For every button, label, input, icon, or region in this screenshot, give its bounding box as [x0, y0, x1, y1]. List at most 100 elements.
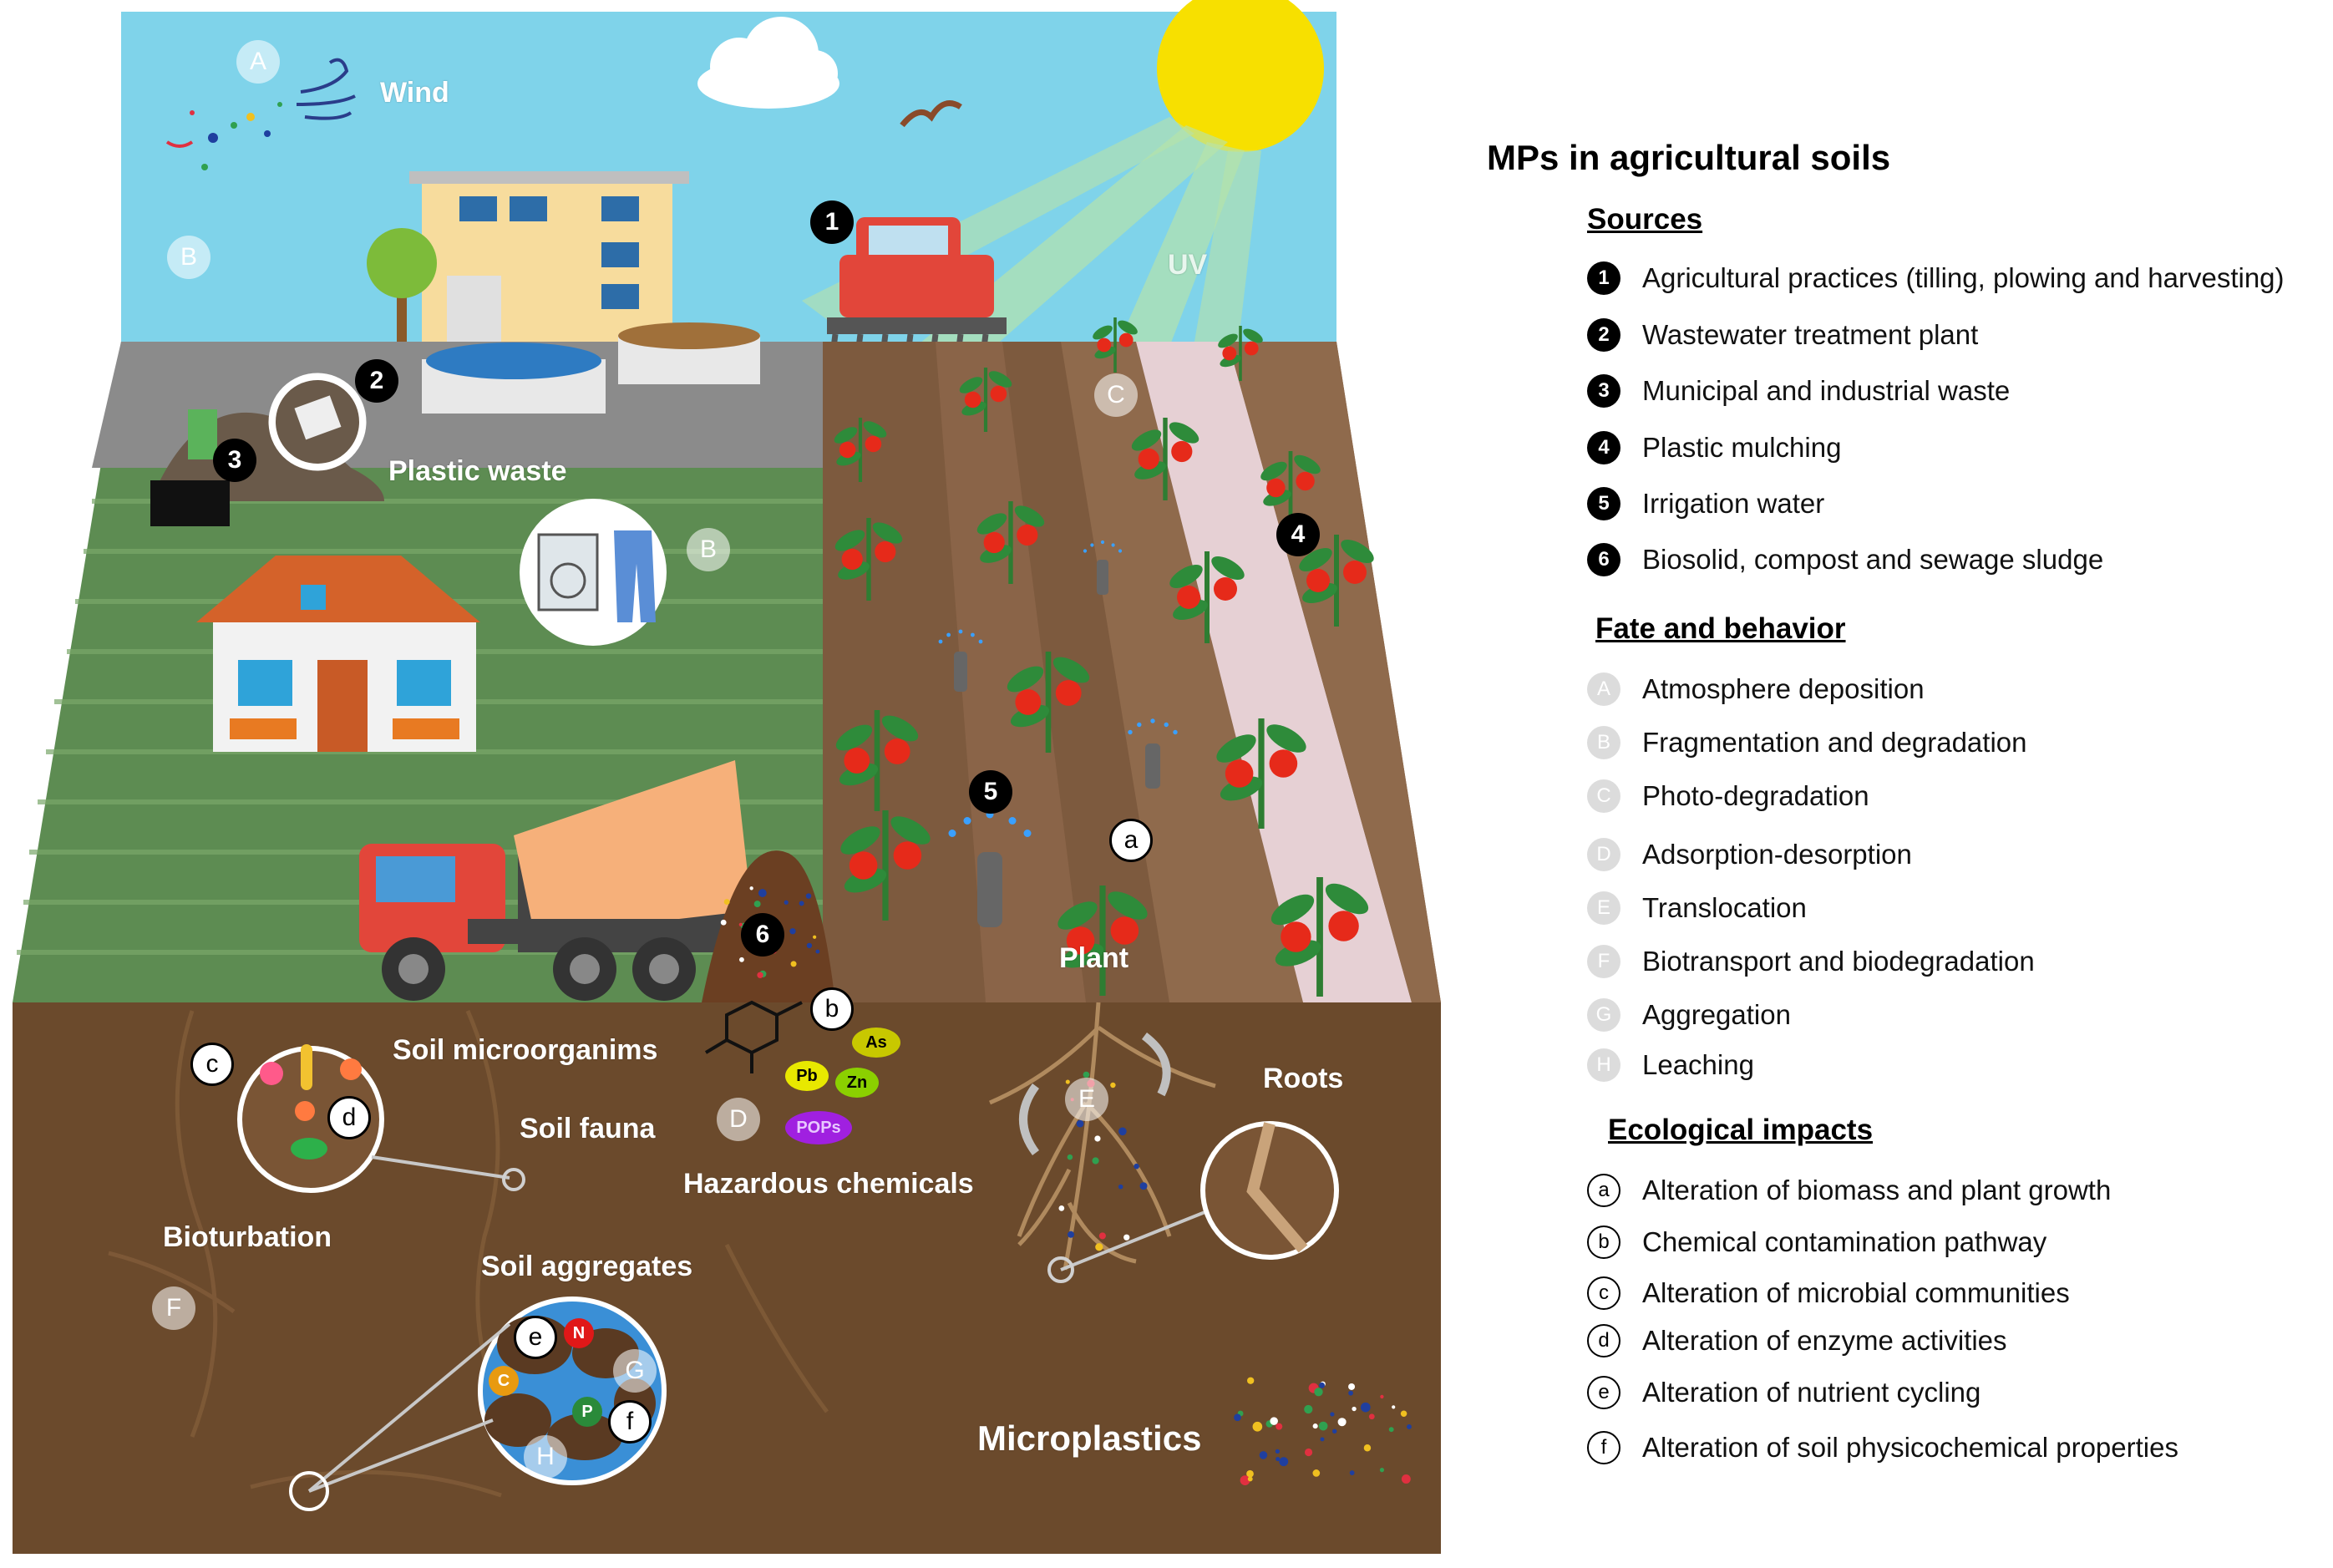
- legend-item-text: Alteration of biomass and plant growth: [1642, 1175, 2112, 1205]
- microplastic-particle: [1360, 1402, 1371, 1413]
- microplastic-particle: [738, 922, 743, 926]
- tomato-icon: [1015, 689, 1042, 715]
- legend-fate-heading: Fate and behavior: [1595, 612, 1846, 645]
- leaf-icon: [1243, 328, 1263, 343]
- microbe-icon: [291, 1138, 327, 1160]
- source-marker: 4: [1587, 431, 1620, 464]
- marker-source-6: 6: [741, 913, 784, 957]
- microplastic-particle: [739, 957, 744, 962]
- legend-item-text: Adsorption-desorption: [1642, 839, 1912, 870]
- microplastic-particle: [815, 949, 820, 954]
- water-drop-icon: [1083, 549, 1088, 553]
- marker-fate-g: G: [613, 1349, 657, 1393]
- leaf-icon: [890, 816, 931, 845]
- marker-source-1: 1: [810, 200, 854, 244]
- tomato-icon: [1269, 749, 1298, 778]
- leaf-icon: [872, 522, 903, 544]
- house-window-attic: [301, 585, 326, 610]
- microplastic-particle: [1363, 1444, 1372, 1452]
- tomato-plant-icon: [1218, 326, 1263, 381]
- washing-machine-icon: [537, 533, 599, 611]
- microplastic-particle: [1247, 1377, 1255, 1384]
- source-marker: 5: [1587, 487, 1620, 520]
- plastic-mulch-row: [1136, 342, 1412, 1002]
- legend-item-text: Plastic mulching: [1642, 432, 1842, 463]
- water-drop-icon: [1150, 718, 1155, 723]
- sprinkler-body: [1145, 743, 1160, 789]
- tomato-icon: [1306, 569, 1330, 592]
- microplastic-particle: [1092, 1157, 1099, 1165]
- soil-layer: [13, 1002, 1441, 1554]
- legend-sources-heading: Sources: [1587, 203, 1703, 236]
- leaf-icon: [1108, 891, 1148, 920]
- microplastic-particle: [1065, 1079, 1070, 1084]
- zoomed-root: [1246, 1122, 1308, 1253]
- leaf-icon: [1211, 556, 1245, 580]
- field-row: [936, 342, 1086, 1002]
- sprinkler-icon: [1083, 540, 1123, 595]
- microplastic-particle: [1110, 1082, 1116, 1088]
- microbe-icon: [295, 1101, 315, 1121]
- nutrient-c: C: [489, 1366, 519, 1396]
- fate-marker: H: [1587, 1048, 1620, 1082]
- microplastic-particle: [1314, 1388, 1323, 1397]
- tomato-icon: [1177, 586, 1200, 609]
- microplastic-particle: [1076, 1119, 1084, 1128]
- microplastic-particle: [1379, 1468, 1385, 1473]
- microplastic-particle: [758, 889, 767, 897]
- leaf-icon: [1216, 734, 1256, 763]
- microplastic-particle: [1098, 1232, 1106, 1240]
- microplastic-particle: [1270, 1417, 1278, 1425]
- water-drop-icon: [1173, 729, 1178, 735]
- treatment-tank-water: [426, 343, 601, 379]
- fragmenting-plastic-icon: [294, 395, 342, 440]
- sprinkler-body: [977, 852, 1002, 927]
- bird-icon: [900, 100, 962, 128]
- marker-source-5: 5: [969, 770, 1012, 814]
- plastic-crate: [150, 480, 230, 526]
- wind-icon: [296, 58, 356, 120]
- water-drop-icon: [1008, 817, 1017, 825]
- label-plant: Plant: [1059, 942, 1129, 974]
- leaf-icon: [863, 421, 887, 438]
- impact-marker: c: [1587, 1276, 1620, 1310]
- microplastic-particles: [720, 886, 1412, 1485]
- microplastic-particle: [1139, 1182, 1148, 1190]
- sprinkler-body: [954, 652, 967, 692]
- tomato-plant-icon: [1270, 877, 1369, 997]
- leaf-icon: [1325, 883, 1369, 915]
- leaf-icon: [1057, 901, 1098, 930]
- tomato-icon: [1017, 524, 1038, 546]
- marker-fate-a: A: [236, 40, 280, 84]
- fate-marker: G: [1587, 998, 1620, 1032]
- chemical-pb: Pb: [785, 1061, 829, 1091]
- house-roof: [196, 556, 480, 622]
- leaf-icon: [840, 826, 880, 855]
- tomato-icon: [964, 391, 981, 408]
- tomato-icon: [1296, 471, 1315, 491]
- microplastic-particle: [749, 886, 753, 891]
- tomato-icon: [1244, 341, 1259, 356]
- legend-item-text: Photo-degradation: [1642, 780, 1869, 811]
- leaf-icon: [1294, 454, 1321, 474]
- microplastic-particle: [1380, 1394, 1384, 1399]
- translocation-arrow-up: [1141, 1033, 1171, 1097]
- illustration: Wind UV Plastic waste Plant Roots Soil m…: [13, 0, 1441, 1554]
- tomato-icon: [983, 531, 1005, 554]
- water-drop-icon: [948, 830, 956, 837]
- microplastic-particle: [1348, 1390, 1353, 1396]
- water-drop-icon: [1137, 722, 1142, 728]
- tomato-icon: [875, 540, 896, 563]
- tomato-plant-icon: [1131, 418, 1199, 500]
- chemical-zn: Zn: [835, 1068, 879, 1098]
- leaf-icon: [1266, 724, 1306, 753]
- leaf-icon: [1260, 461, 1287, 481]
- microplastic-particle: [1368, 1413, 1375, 1420]
- microplastic-particle: [1400, 1410, 1407, 1417]
- house-door: [317, 660, 368, 752]
- leaf-icon: [959, 377, 983, 393]
